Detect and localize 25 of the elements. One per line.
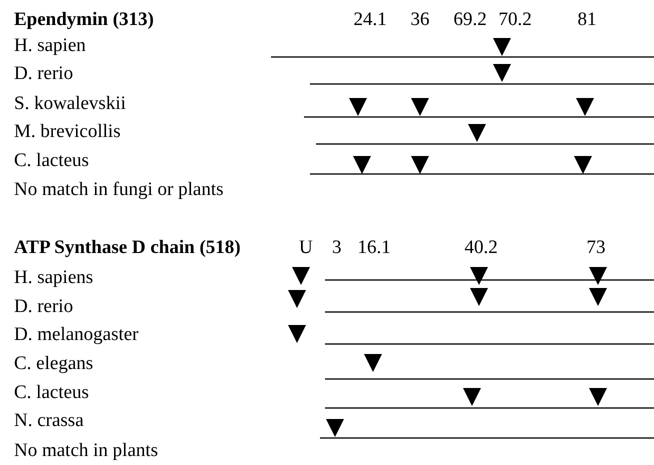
species-name: D. rerio [14,296,74,318]
heading: Ependymin (313) [14,9,154,31]
species-name: C. elegans [14,353,94,375]
species-name: S. kowalevskii [14,93,126,115]
position-number: 3 [332,237,342,259]
heading: ATP Synthase D chain (518) [14,237,241,259]
position-number: U [299,237,313,259]
position-number: 73 [586,237,606,259]
note-text: No match in fungi or plants [14,179,224,201]
position-number: 24.1 [354,9,387,31]
species-name: C. lacteus [14,150,89,172]
species-name: N. crassa [14,410,84,432]
species-name: D. melanogaster [14,324,139,346]
position-number: 16.1 [358,237,391,259]
species-name: C. lacteus [14,382,89,404]
species-name: M. brevicollis [14,121,121,143]
species-name: H. sapien [14,35,86,57]
note-text: No match in plants [14,440,158,462]
position-number: 40.2 [464,237,498,259]
position-number: 70.2 [498,9,532,31]
species-name: D. rerio [14,63,74,85]
position-number: 69.2 [454,9,487,31]
position-number: 36 [410,9,430,31]
position-number: 81 [578,9,596,31]
species-name: H. sapiens [14,267,94,289]
